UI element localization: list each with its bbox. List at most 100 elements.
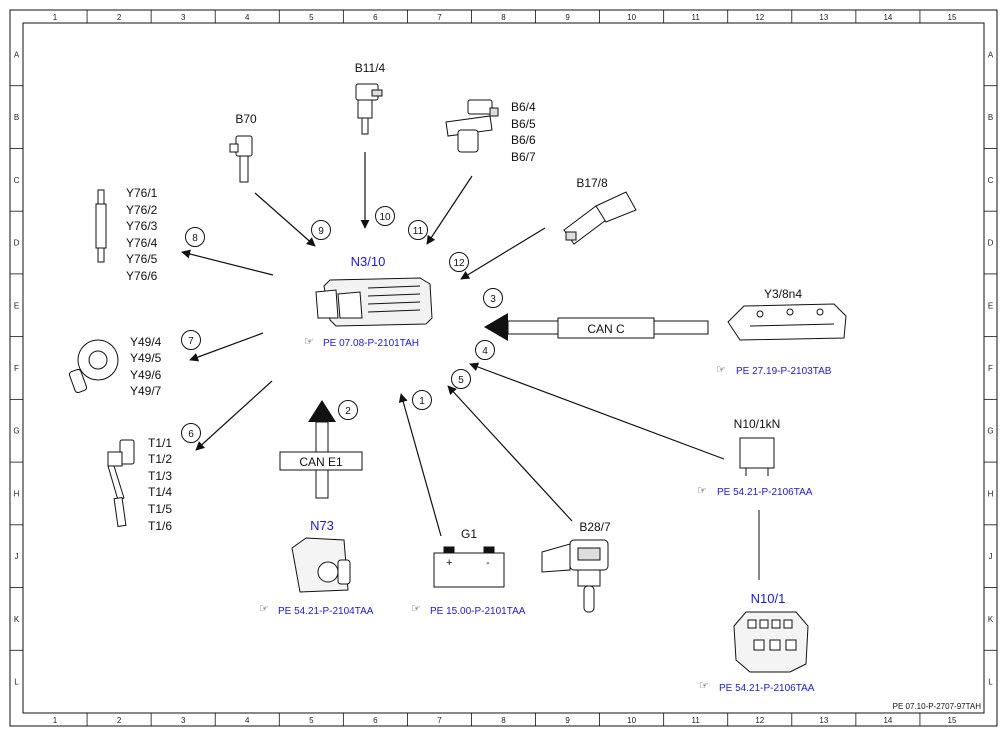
y49-5-label: Y49/5 <box>130 351 162 365</box>
reference-hand-icon: ☞ <box>697 485 707 497</box>
svg-text:6: 6 <box>188 429 194 440</box>
row-ticks <box>10 85 997 651</box>
b6-5-label: B6/5 <box>511 117 536 131</box>
t1-6-label: T1/6 <box>148 519 172 533</box>
callout-4: 4 <box>475 340 495 360</box>
svg-text:3: 3 <box>490 294 496 305</box>
column-label-bottom: 1 <box>53 716 58 725</box>
column-label-top: 13 <box>819 13 828 22</box>
column-label-top: 1 <box>53 13 58 22</box>
g1-reference[interactable]: PE 15.00-P-2101TAA <box>430 606 526 617</box>
relay-n10-1kn[interactable]: N10/1kN ☞ PE 54.21-P-2106TAA <box>697 417 813 498</box>
sensor-b28-7: B28/7 <box>541 520 611 613</box>
b6-4-label: B6/4 <box>511 100 536 114</box>
module-y3-8n4[interactable]: Y3/8n4 ☞ PE 27.19-P-2103TAB <box>716 287 847 377</box>
column-label-top: 6 <box>373 13 378 22</box>
b70-label: B70 <box>235 112 257 126</box>
callout-8: 8 <box>185 227 205 247</box>
b6-6-label: B6/6 <box>511 133 536 147</box>
svg-text:10: 10 <box>379 212 391 223</box>
callout-9: 9 <box>311 220 331 240</box>
column-label-top: 3 <box>181 13 186 22</box>
callout-2: 2 <box>338 400 358 420</box>
ignition-switch-n73[interactable]: N73 ☞ PE 54.21-P-2104TAA <box>259 518 374 617</box>
actuator-icon <box>68 339 119 394</box>
row-label-right: A <box>988 50 994 59</box>
y76-3-label: Y76/3 <box>126 219 158 233</box>
column-label-bottom: 11 <box>692 716 701 725</box>
sensor-b17-8: B17/8 <box>563 176 637 245</box>
y49-7-label: Y49/7 <box>130 384 162 398</box>
n10-1-reference[interactable]: PE 54.21-P-2106TAA <box>719 683 815 694</box>
transmission-control-icon <box>727 303 847 341</box>
callout-10: 10 <box>375 206 395 226</box>
column-labels: 1122334455667788991010111112121313141415… <box>53 13 957 725</box>
callout-1: 1 <box>412 390 432 410</box>
b6-7-label: B6/7 <box>511 150 536 164</box>
row-label-right: K <box>988 615 994 624</box>
callout-6: 6 <box>181 423 201 443</box>
sensor-b11-4: B11/4 <box>355 61 386 135</box>
crankshaft-sensor-icon <box>229 135 253 183</box>
n3-10-label: N3/10 <box>351 254 386 269</box>
column-ticks <box>86 10 921 726</box>
b17-8-label: B17/8 <box>576 176 608 190</box>
y49-4-label: Y49/4 <box>130 335 162 349</box>
battery-g1[interactable]: G1 + - ☞ PE 15.00-P-2101TAA <box>411 527 526 617</box>
y3-8n4-label: Y3/8n4 <box>764 287 802 301</box>
row-label-right: G <box>987 427 993 436</box>
row-label-right: F <box>988 364 993 373</box>
signal-arrows <box>181 152 725 537</box>
row-label-right: B <box>988 113 993 122</box>
pressure-sensor-icon <box>541 539 609 613</box>
column-label-top: 12 <box>755 13 764 22</box>
t1-3-label: T1/3 <box>148 469 172 483</box>
fuse-box-n10-1[interactable]: N10/1 ☞ PE 54.21-P-2106TAA <box>699 591 815 694</box>
reference-hand-icon: ☞ <box>304 336 314 348</box>
n3-10-reference[interactable]: PE 07.08-P-2101TAH <box>323 338 419 349</box>
svg-text:7: 7 <box>188 336 194 347</box>
y3-8n4-reference[interactable]: PE 27.19-P-2103TAB <box>736 366 832 377</box>
sensor-b6-group: B6/4 B6/5 B6/6 B6/7 <box>445 99 536 164</box>
column-label-bottom: 9 <box>565 716 570 725</box>
ecu-n3-10[interactable]: N3/10 ☞ PE 07.08-P-2101TAH <box>304 254 433 349</box>
n10-1kn-reference[interactable]: PE 54.21-P-2106TAA <box>717 487 813 498</box>
can-e1-bus: CAN E1 <box>279 400 363 499</box>
column-label-bottom: 8 <box>501 716 506 725</box>
reference-hand-icon: ☞ <box>411 603 421 615</box>
fuse-box-icon <box>733 611 809 673</box>
column-label-bottom: 5 <box>309 716 314 725</box>
column-label-top: 14 <box>883 13 892 22</box>
y76-4-label: Y76/4 <box>126 236 158 250</box>
row-label-left: E <box>14 301 19 310</box>
row-label-left: B <box>14 113 19 122</box>
t1-5-label: T1/5 <box>148 502 172 516</box>
reference-hand-icon: ☞ <box>259 603 269 615</box>
n10-1-label: N10/1 <box>751 591 786 606</box>
column-label-bottom: 6 <box>373 716 378 725</box>
column-label-bottom: 15 <box>948 716 957 725</box>
t1-1-label: T1/1 <box>148 436 172 450</box>
column-label-bottom: 13 <box>819 716 828 725</box>
g1-label: G1 <box>461 527 477 541</box>
b11-4-label: B11/4 <box>355 61 386 75</box>
row-label-left: G <box>13 427 19 436</box>
column-label-top: 10 <box>627 13 636 22</box>
t1-2-label: T1/2 <box>148 452 172 466</box>
column-label-top: 7 <box>437 13 442 22</box>
row-label-left: L <box>14 678 19 687</box>
svg-text:8: 8 <box>192 233 198 244</box>
temperature-sensor-icon <box>355 83 383 135</box>
column-label-bottom: 3 <box>181 716 186 725</box>
y76-5-label: Y76/5 <box>126 252 158 266</box>
svg-text:4: 4 <box>482 346 488 357</box>
reference-hand-icon: ☞ <box>699 680 709 692</box>
battery-icon <box>433 546 505 588</box>
n73-reference[interactable]: PE 54.21-P-2104TAA <box>278 606 374 617</box>
svg-text:5: 5 <box>458 375 464 386</box>
reference-hand-icon: ☞ <box>716 364 726 376</box>
n10-1kn-label: N10/1kN <box>734 417 781 431</box>
row-label-left: H <box>14 489 20 498</box>
